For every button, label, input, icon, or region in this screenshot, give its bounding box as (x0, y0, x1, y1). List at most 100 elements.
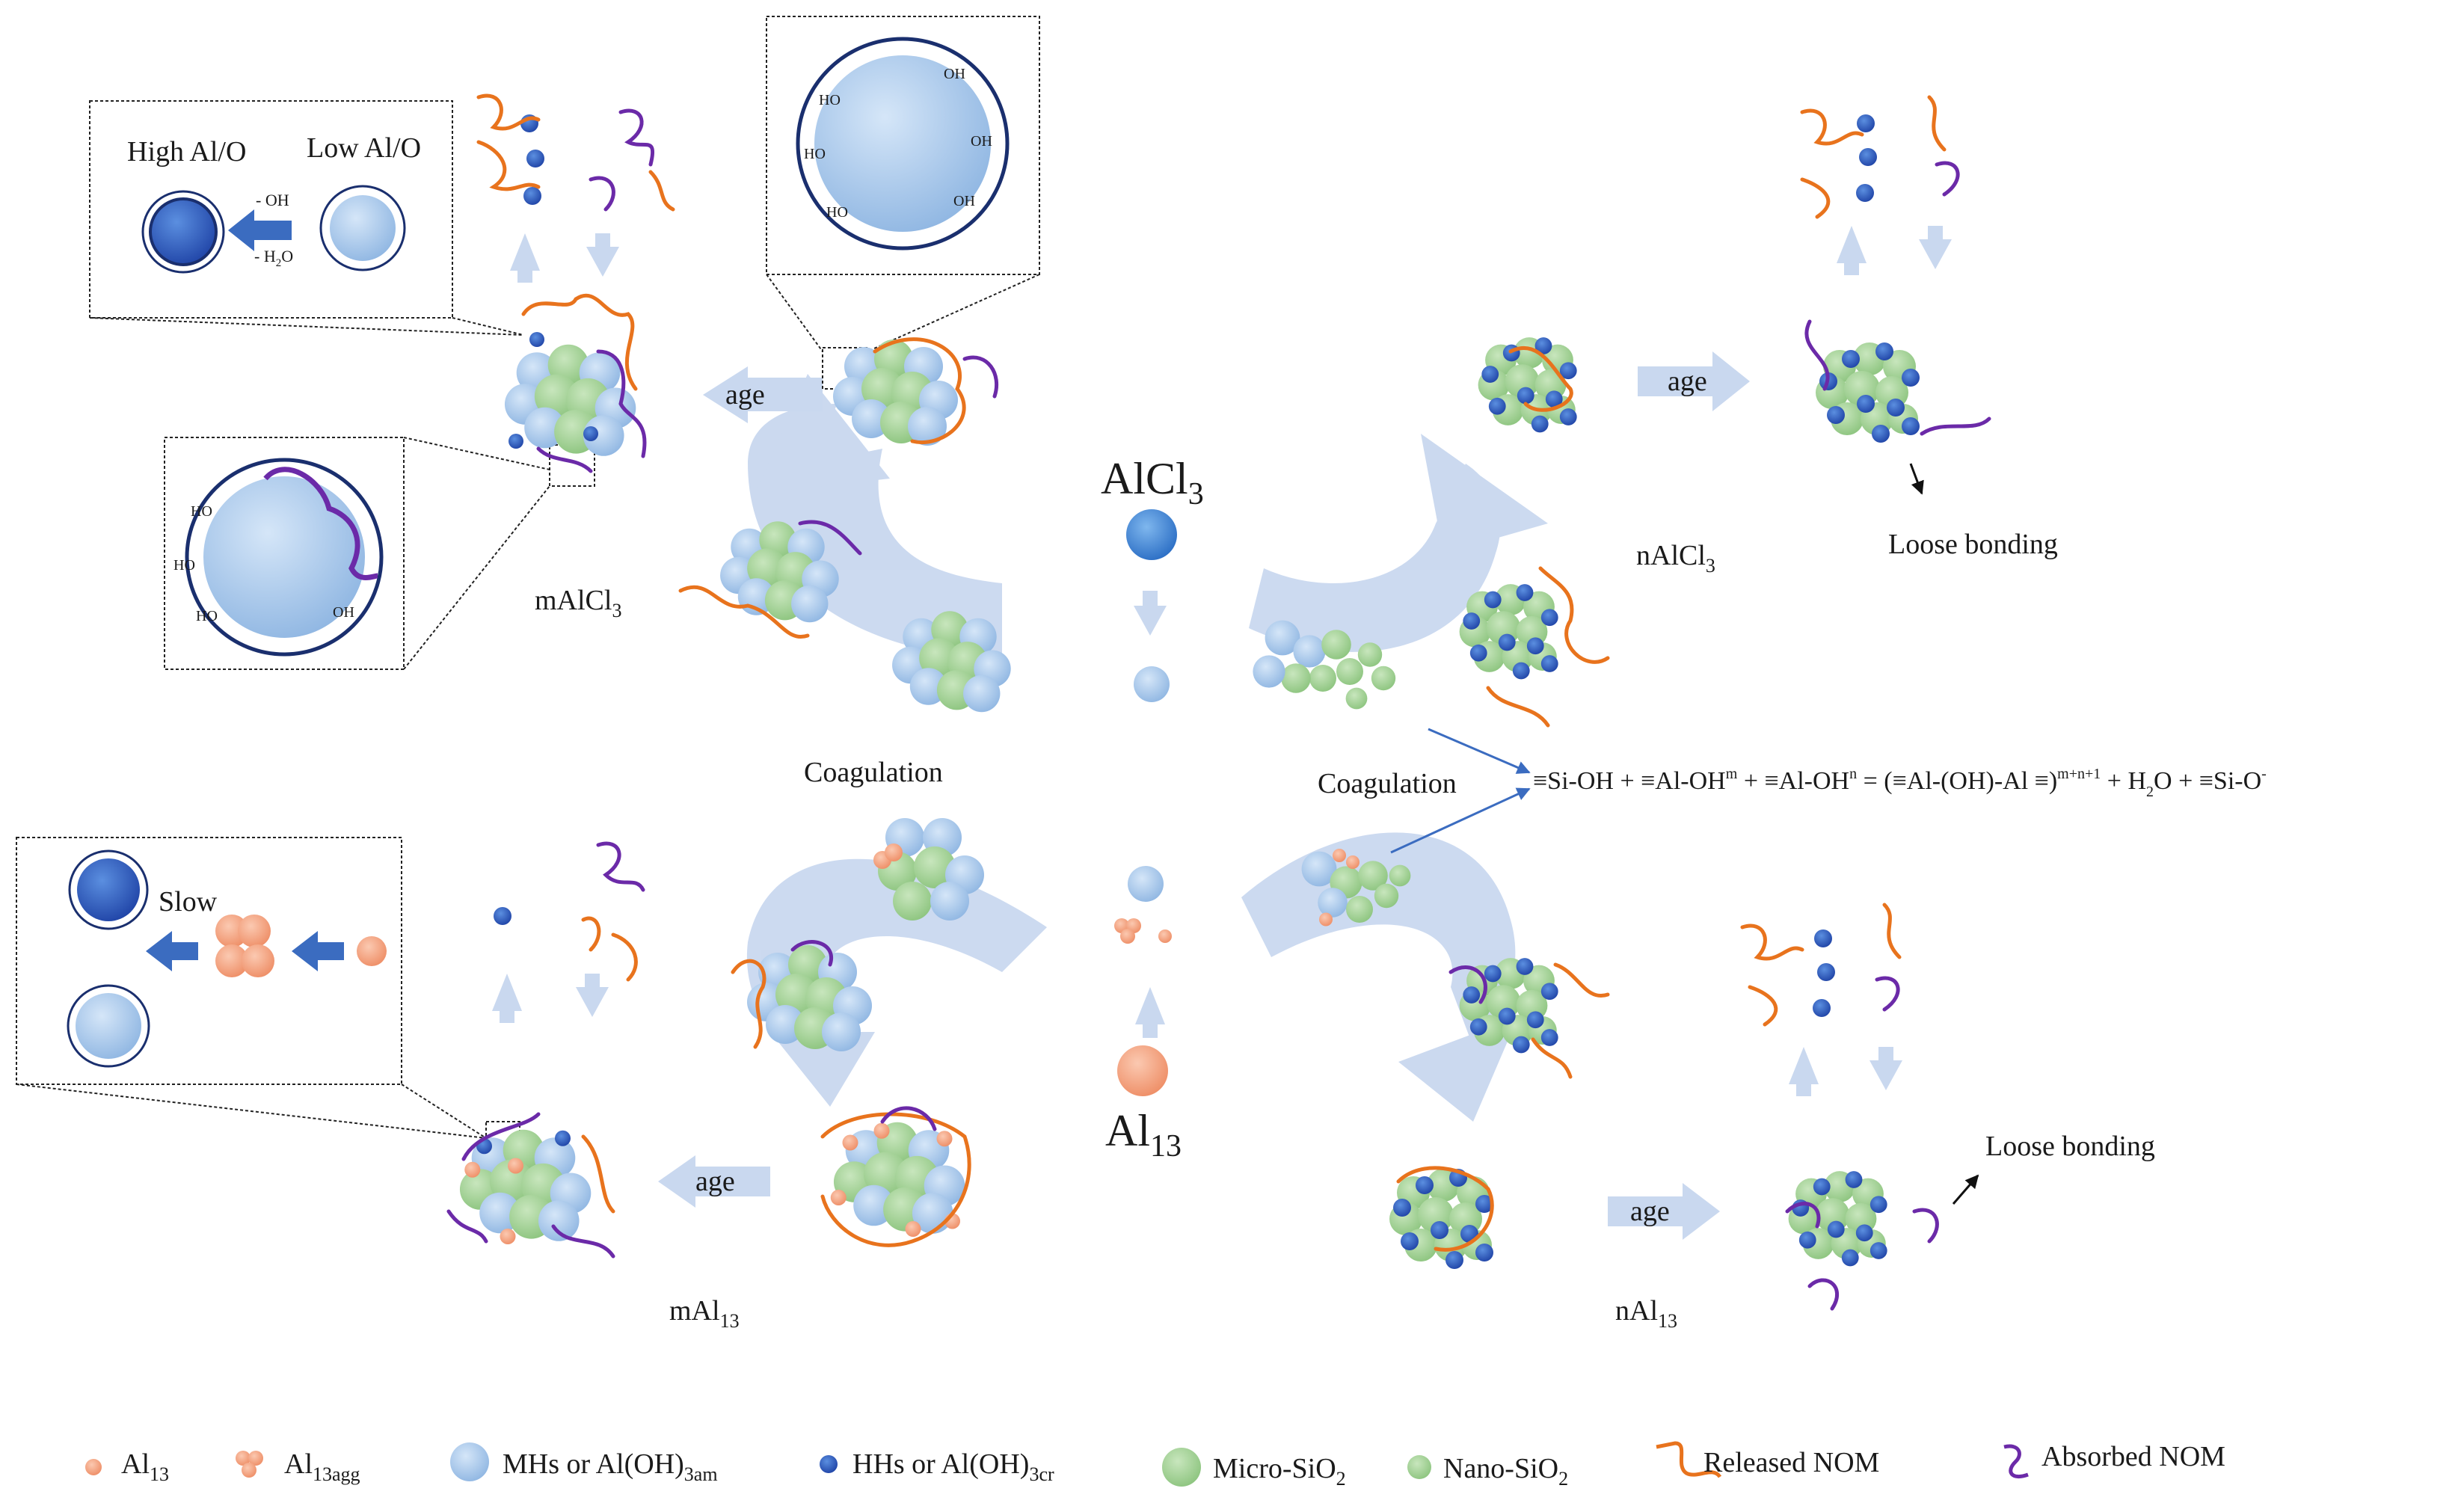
particle (583, 415, 624, 456)
particle (1516, 958, 1534, 975)
particle (1319, 912, 1333, 926)
age-arrows (658, 351, 1750, 1240)
legend-absorbed-label: Absorbed NOM (2041, 1441, 2225, 1472)
particle (1431, 1221, 1448, 1239)
particle (1358, 861, 1388, 891)
particle (1393, 1199, 1411, 1217)
particle (1859, 148, 1877, 166)
svg-text:HO: HO (819, 92, 841, 108)
particle (873, 1122, 890, 1139)
loose-bonding-label-top: Loose bonding (1888, 529, 2058, 560)
particle (583, 426, 598, 441)
particle (1265, 620, 1300, 656)
particle (908, 407, 947, 446)
legend-al13agg-label: Al13agg (284, 1448, 360, 1485)
inset-slow-aggregation: Slow (16, 837, 402, 1085)
released-nom-strand (1508, 345, 1573, 412)
particle (1827, 406, 1845, 424)
particle (1902, 369, 1920, 387)
alcl3-product-ball (1134, 666, 1170, 702)
released-nom-strand (1800, 108, 1864, 146)
particle (1842, 350, 1860, 368)
absorbed-nom-strand (1920, 417, 1991, 436)
nal13-label: nAl13 (1615, 1295, 1677, 1332)
inset-left-connector-1 (403, 437, 550, 470)
age-labels: age age age age (695, 366, 1707, 1227)
down-arrow-center-top (1134, 591, 1167, 636)
legend-al13-label: Al13 (121, 1448, 169, 1485)
particle (1540, 1029, 1558, 1046)
particle (1512, 1036, 1530, 1054)
al13-product-ball (1128, 866, 1164, 902)
legend-al13-swatch (85, 1459, 102, 1475)
particle (1540, 655, 1558, 672)
particle (1827, 1220, 1845, 1238)
absorbed-nom-strand (618, 108, 655, 167)
coagulation-label-left: Coagulation (804, 757, 943, 788)
svg-text:OH: OH (333, 604, 354, 621)
particle (1798, 1231, 1816, 1249)
svg-text:HO: HO (826, 204, 848, 221)
center-column: AlCl3 Al13 (1101, 454, 1204, 1164)
particle (1841, 1249, 1859, 1267)
particle (538, 1200, 580, 1241)
absorbed-nom-strand (446, 1209, 488, 1244)
particle (1401, 1232, 1419, 1250)
reaction-equation: ≡Si-OH + ≡Al-OHm + ≡Al-OHn = (≡Al-(OH)-A… (1533, 766, 2267, 800)
particle (1531, 415, 1549, 433)
svg-text:HO: HO (196, 608, 218, 624)
particle (1484, 965, 1502, 983)
svg-text:OH: OH (953, 193, 975, 209)
low-al-o-ball (330, 195, 396, 261)
legend-nano-swatch (1407, 1455, 1431, 1479)
up-arrow-center-bottom (1135, 987, 1165, 1038)
particle (1346, 855, 1359, 869)
vertical-arrows (492, 226, 1952, 1096)
absorbed-nom-strand (461, 1112, 541, 1161)
particle (1346, 896, 1373, 923)
up-arrow-mal13 (492, 974, 522, 1023)
legend-released-label: Released NOM (1703, 1447, 1879, 1478)
legend-hhs-swatch (820, 1455, 838, 1473)
particle (464, 1161, 481, 1178)
slow-light-ball (76, 993, 141, 1059)
particle (905, 1221, 921, 1237)
particle (1475, 1244, 1493, 1261)
al13-center-ball (1117, 1045, 1168, 1096)
minus-h2o-label: - H2O (254, 247, 293, 269)
down-arrow-nal13 (1869, 1047, 1902, 1090)
absorbed-nom-strand (596, 841, 645, 892)
legend-al13agg-swatch (236, 1451, 263, 1478)
particle (1309, 665, 1336, 692)
age-arrow-nalcl3-shape (1638, 351, 1750, 411)
inset-left-connector-2 (403, 485, 550, 670)
mal13-label: mAl13 (669, 1295, 740, 1332)
alcl3-center-label: AlCl3 (1101, 454, 1204, 511)
slow-orange-cluster (215, 915, 274, 977)
particle (1856, 184, 1874, 202)
particle (1902, 417, 1920, 435)
age-label-mal13: age (695, 1166, 735, 1197)
loose-bonding-arrow-bottom (1952, 1174, 1979, 1205)
equation-pointer-lower (1390, 787, 1531, 854)
particle (822, 1012, 861, 1051)
inset-bottom-connector-2 (401, 1084, 487, 1139)
legend-mhs-swatch (450, 1442, 489, 1481)
particle (1357, 642, 1383, 667)
down-arrow-malcl3 (586, 233, 619, 277)
particle (791, 585, 829, 623)
slow-single-orange (357, 936, 387, 966)
particle (1857, 395, 1875, 413)
particle (1445, 1251, 1463, 1269)
high-al-o-label: High Al/O (127, 136, 246, 168)
legend-nano-label: Nano-SiO2 (1443, 1453, 1568, 1490)
inset-hydroxyl-particle-top: HO HO HO OH OH OH (766, 16, 1040, 275)
released-nom-strand (1748, 985, 1778, 1027)
particle (1371, 666, 1396, 691)
absorbed-nom-strand (880, 1106, 937, 1131)
inset-connector-2 (452, 317, 524, 336)
inset-top-connector-1 (766, 274, 823, 352)
age-label-malcl3: age (725, 379, 765, 411)
age-label-nal13: age (1630, 1196, 1670, 1227)
